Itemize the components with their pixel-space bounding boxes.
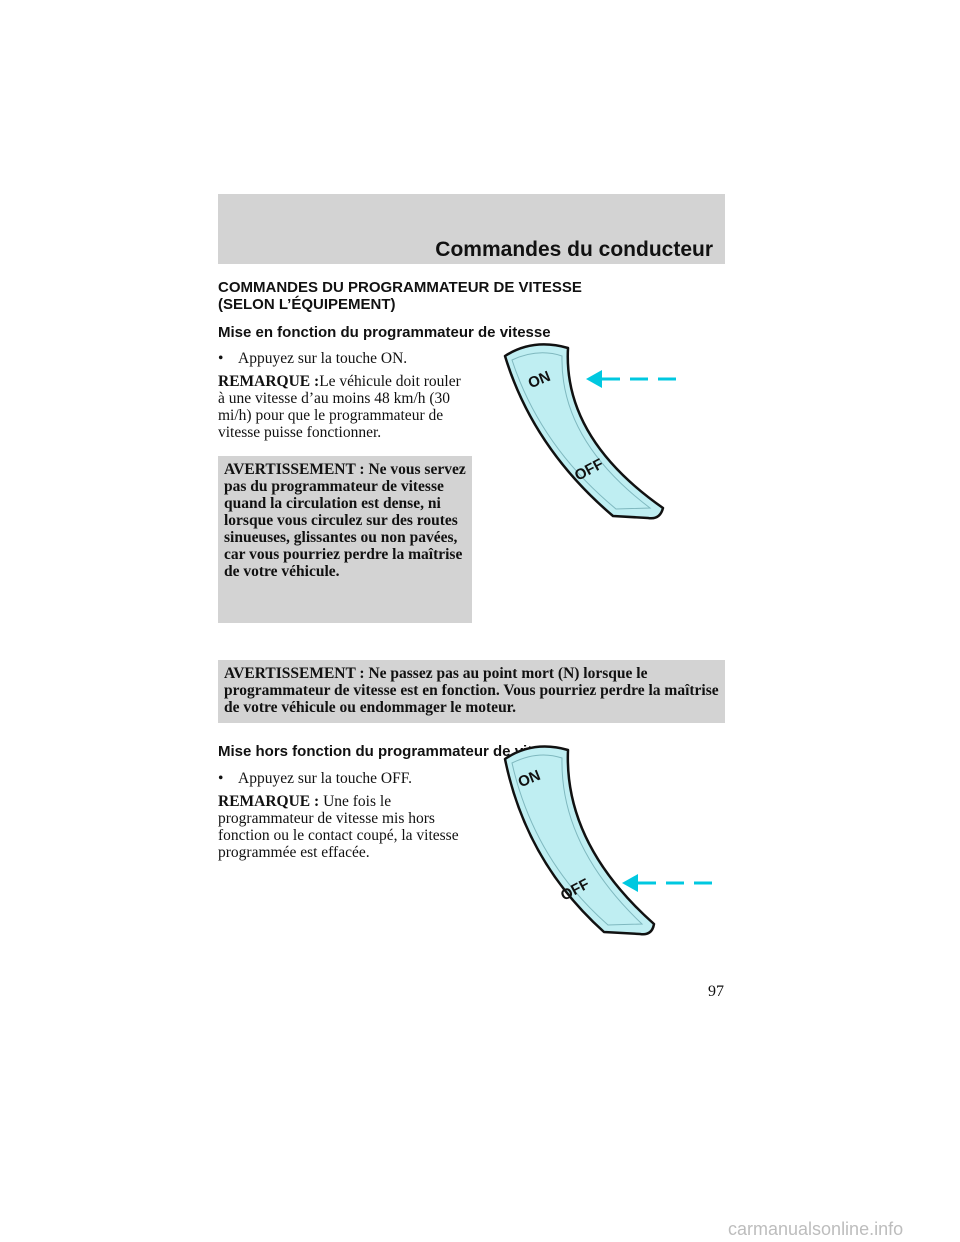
- bullet-dot: •: [218, 350, 224, 367]
- engage-note-text: Le véhicule doit rouler à une vitesse d’…: [218, 373, 461, 441]
- page-number: 97: [708, 983, 724, 1000]
- disengage-heading: Mise hors fonction du programmateur de v…: [218, 743, 566, 760]
- cruise-switch-figure-on: ON OFF: [503, 343, 678, 520]
- engage-bullet-text: Appuyez sur la touche ON.: [238, 350, 408, 367]
- watermark: carmanualsonline.info: [728, 1219, 904, 1239]
- disengage-note-label: REMARQUE :: [218, 793, 320, 810]
- neutral-warning-text: AVERTISSEMENT : Ne passez pas au point m…: [224, 665, 719, 716]
- engage-heading: Mise en fonction du programmateur de vit…: [218, 324, 551, 341]
- disengage-bullet-text: Appuyez sur la touche OFF.: [238, 770, 412, 787]
- disengage-note-text: Une fois le programmateur de vitesse mis…: [218, 793, 459, 861]
- section-title-line1: COMMANDES DU PROGRAMMATEUR DE VITESSE: [218, 279, 582, 296]
- section-title-line2: (SELON L’ÉQUIPEMENT): [218, 296, 396, 313]
- traffic-warning-box: AVERTISSEMENT : Ne vous servez pas du pr…: [218, 456, 472, 623]
- engage-note: REMARQUE :Le véhicule doit rouler à une …: [218, 373, 463, 441]
- disengage-note: REMARQUE : Une fois le programmateur de …: [218, 793, 463, 861]
- section-title: COMMANDES DU PROGRAMMATEUR DE VITESSE (S…: [218, 279, 738, 313]
- engage-bullet: • Appuyez sur la touche ON.: [218, 350, 407, 368]
- bullet-dot: •: [218, 770, 224, 787]
- arrow-to-on: [586, 370, 678, 388]
- traffic-warning-text: AVERTISSEMENT : Ne vous servez pas du pr…: [224, 461, 466, 580]
- header-band: Commandes du conducteur: [218, 194, 725, 264]
- engage-note-label: REMARQUE :: [218, 373, 320, 390]
- page-header-title: Commandes du conducteur: [435, 238, 713, 261]
- cruise-switch-figure-off: ON OFF: [503, 745, 712, 936]
- arrow-to-off: [622, 874, 712, 892]
- cruise-switch-panel: [503, 343, 665, 520]
- neutral-warning-box: AVERTISSEMENT : Ne passez pas au point m…: [218, 660, 725, 723]
- disengage-bullet: • Appuyez sur la touche OFF.: [218, 770, 412, 788]
